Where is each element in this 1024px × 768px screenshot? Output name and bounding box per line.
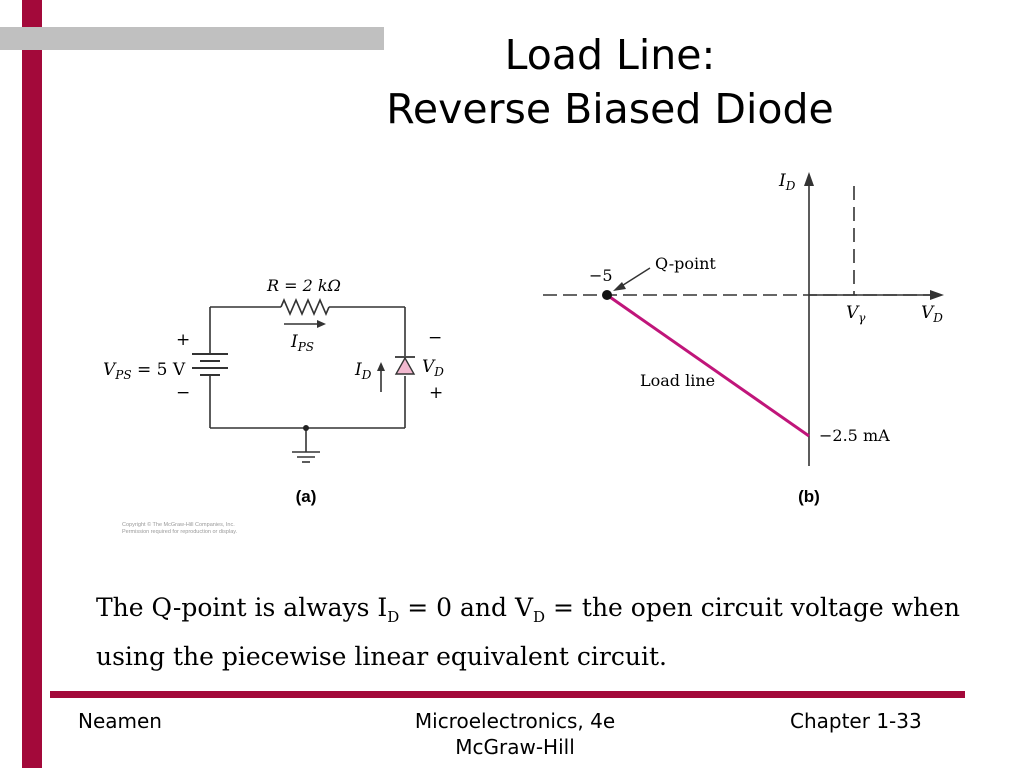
copyright-line-1: Copyright © The McGraw-Hill Companies, I… [122,521,235,528]
q-point-note: The Q-point is always ID = 0 and VD = th… [96,588,976,677]
x-axis-label: VD [921,303,943,325]
source-plus-label: + [176,330,190,350]
diode-symbol [394,356,416,375]
top-gray-bar [0,27,384,50]
slide-title: Load Line: Reverse Biased Diode [300,28,920,136]
id-arrow-head [377,362,385,371]
title-line-1: Load Line: [504,31,716,79]
footer-book-title: Microelectronics, 4e [414,709,616,733]
title-line-2: Reverse Biased Diode [386,85,834,133]
copyright-line-2: Permission required for reproduction or … [122,529,238,535]
footer-publisher: McGraw-Hill [455,735,575,759]
footer-book: Microelectronics, 4e McGraw-Hill [380,708,650,760]
source-label: VPS = 5 V [103,360,186,382]
y-axis-arrow [804,172,814,186]
note-sub-1: D [387,608,400,626]
caption-b: (b) [798,487,820,506]
note-text-3: = the open circuit voltage when using th… [96,593,960,671]
resistor-label: R = 2 kΩ [266,276,341,295]
resistor-symbol [280,297,330,317]
left-accent-bar [22,0,42,768]
note-text-2: = 0 and V [399,593,534,622]
load-line [606,293,810,438]
caption-a: (a) [296,487,317,506]
ground-node-dot [303,425,309,431]
iv-graph [543,172,944,466]
source-minus-label: − [176,383,190,403]
figure: R = 2 kΩ IPS + − VPS = 5 V ID − VD + (a)… [103,171,944,535]
ips-arrow-head [317,320,326,328]
vgamma-label: Vγ [846,303,866,325]
diode-minus-label: − [428,328,442,348]
q-point-pointer [619,267,651,288]
footer-divider [50,691,965,698]
diode-current-label: ID [354,360,372,382]
q-point-dot [602,290,612,300]
note-text-1: The Q-point is always I [96,593,388,622]
y-axis-label: ID [778,171,796,193]
circuit-diagram [192,297,406,463]
diode-voltage-label: VD [422,357,444,379]
footer-chapter: Chapter 1-33 [790,709,922,733]
footer-author: Neamen [78,709,162,733]
q-point-label: Q-point [655,254,716,273]
q-point-pointer-head [613,282,626,291]
ips-label: IPS [290,332,314,354]
q-point-value: −5 [589,266,613,285]
x-axis-arrow [930,290,944,300]
load-line-label: Load line [640,371,715,390]
diode-plus-label: + [429,383,443,403]
note-sub-2: D [533,608,546,626]
current-value-label: −2.5 mA [819,426,890,445]
